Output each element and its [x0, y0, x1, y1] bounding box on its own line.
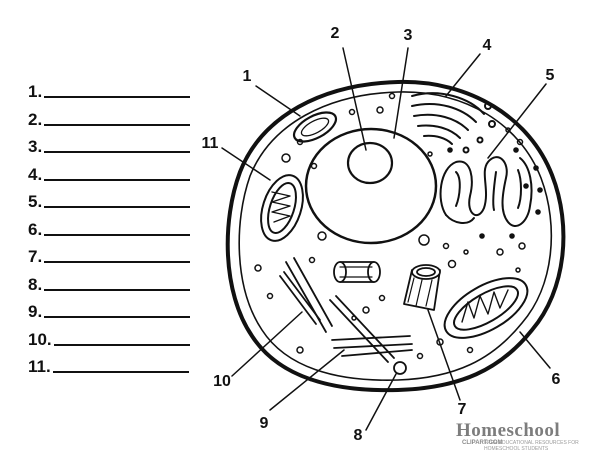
callout-number: 5: [546, 67, 555, 84]
watermark-tagline: FREE EDUCATIONAL RESOURCES FOR HOMESCHOO…: [484, 440, 579, 452]
centriole: [333, 261, 381, 283]
answer-row: 7.: [28, 243, 191, 266]
watermark-brand: Homeschool: [456, 420, 561, 441]
answer-number: 4.: [28, 164, 43, 184]
answer-number: 5.: [28, 192, 43, 211]
answer-number: 9.: [28, 302, 43, 321]
answer-blank-line[interactable]: [44, 288, 191, 291]
answer-row: 1.: [28, 78, 191, 101]
mitochondrion: [260, 174, 304, 242]
vesicle: [292, 111, 338, 143]
callout-number: 8: [354, 427, 363, 444]
callout-number: 6: [552, 371, 561, 388]
homeschool-clipart-logo: Homeschool CLIPART.COM FREE EDUCATIONAL …: [456, 420, 584, 452]
answer-row: 3.: [28, 133, 191, 156]
callout-number: 7: [458, 401, 467, 418]
answer-number: 2.: [28, 109, 43, 129]
answer-number: 1.: [28, 82, 43, 101]
answer-number: 10.: [28, 329, 52, 349]
answer-blank-line[interactable]: [44, 261, 191, 263]
centriole: [403, 264, 441, 311]
cell-membrane-inner: [238, 91, 553, 381]
callout-number: 3: [404, 27, 413, 44]
answer-blank-line[interactable]: [44, 96, 191, 98]
answer-number: 6.: [28, 219, 43, 239]
mitochondrion: [443, 277, 529, 339]
nucleolus: [346, 141, 394, 185]
answer-row: 10.: [28, 326, 190, 348]
microtubule: [279, 257, 413, 363]
endoplasmic-reticulum: [439, 147, 543, 239]
answer-blank-line[interactable]: [44, 233, 191, 236]
answer-row: 11.: [28, 353, 189, 375]
watermark-site: CLIPART.COM: [462, 440, 503, 446]
answer-row: 6.: [28, 216, 191, 239]
answer-blank-line[interactable]: [44, 316, 191, 318]
callout-number: 10: [213, 373, 231, 390]
answer-blank-line[interactable]: [44, 178, 191, 181]
answer-blank-line[interactable]: [52, 371, 189, 373]
answer-row: 4.: [28, 161, 191, 184]
answer-row: 8.: [28, 271, 191, 294]
lysosome: [393, 361, 407, 375]
answer-number: 11.: [28, 357, 51, 376]
answer-blank-line[interactable]: [44, 151, 191, 153]
callout-number: 9: [260, 415, 269, 432]
leader-lines: [221, 47, 551, 431]
answer-number: 7.: [28, 247, 43, 266]
callout-number: 11: [202, 135, 219, 152]
callout-number: 2: [331, 25, 340, 42]
answer-blank-line[interactable]: [44, 206, 191, 208]
answer-number: 8.: [28, 274, 43, 294]
callout-number: 4: [483, 37, 492, 54]
cell-membrane: [225, 79, 566, 393]
callout-number: 1: [243, 68, 252, 85]
answer-blank-line[interactable]: [44, 123, 191, 126]
answer-row: 9.: [28, 298, 191, 321]
answer-row: 5.: [28, 188, 191, 211]
answer-number: 3.: [28, 137, 43, 156]
golgi-apparatus: [411, 92, 496, 154]
nucleus: [304, 127, 438, 245]
answer-blank-line[interactable]: [53, 343, 190, 346]
answer-row: 2.: [28, 106, 191, 129]
